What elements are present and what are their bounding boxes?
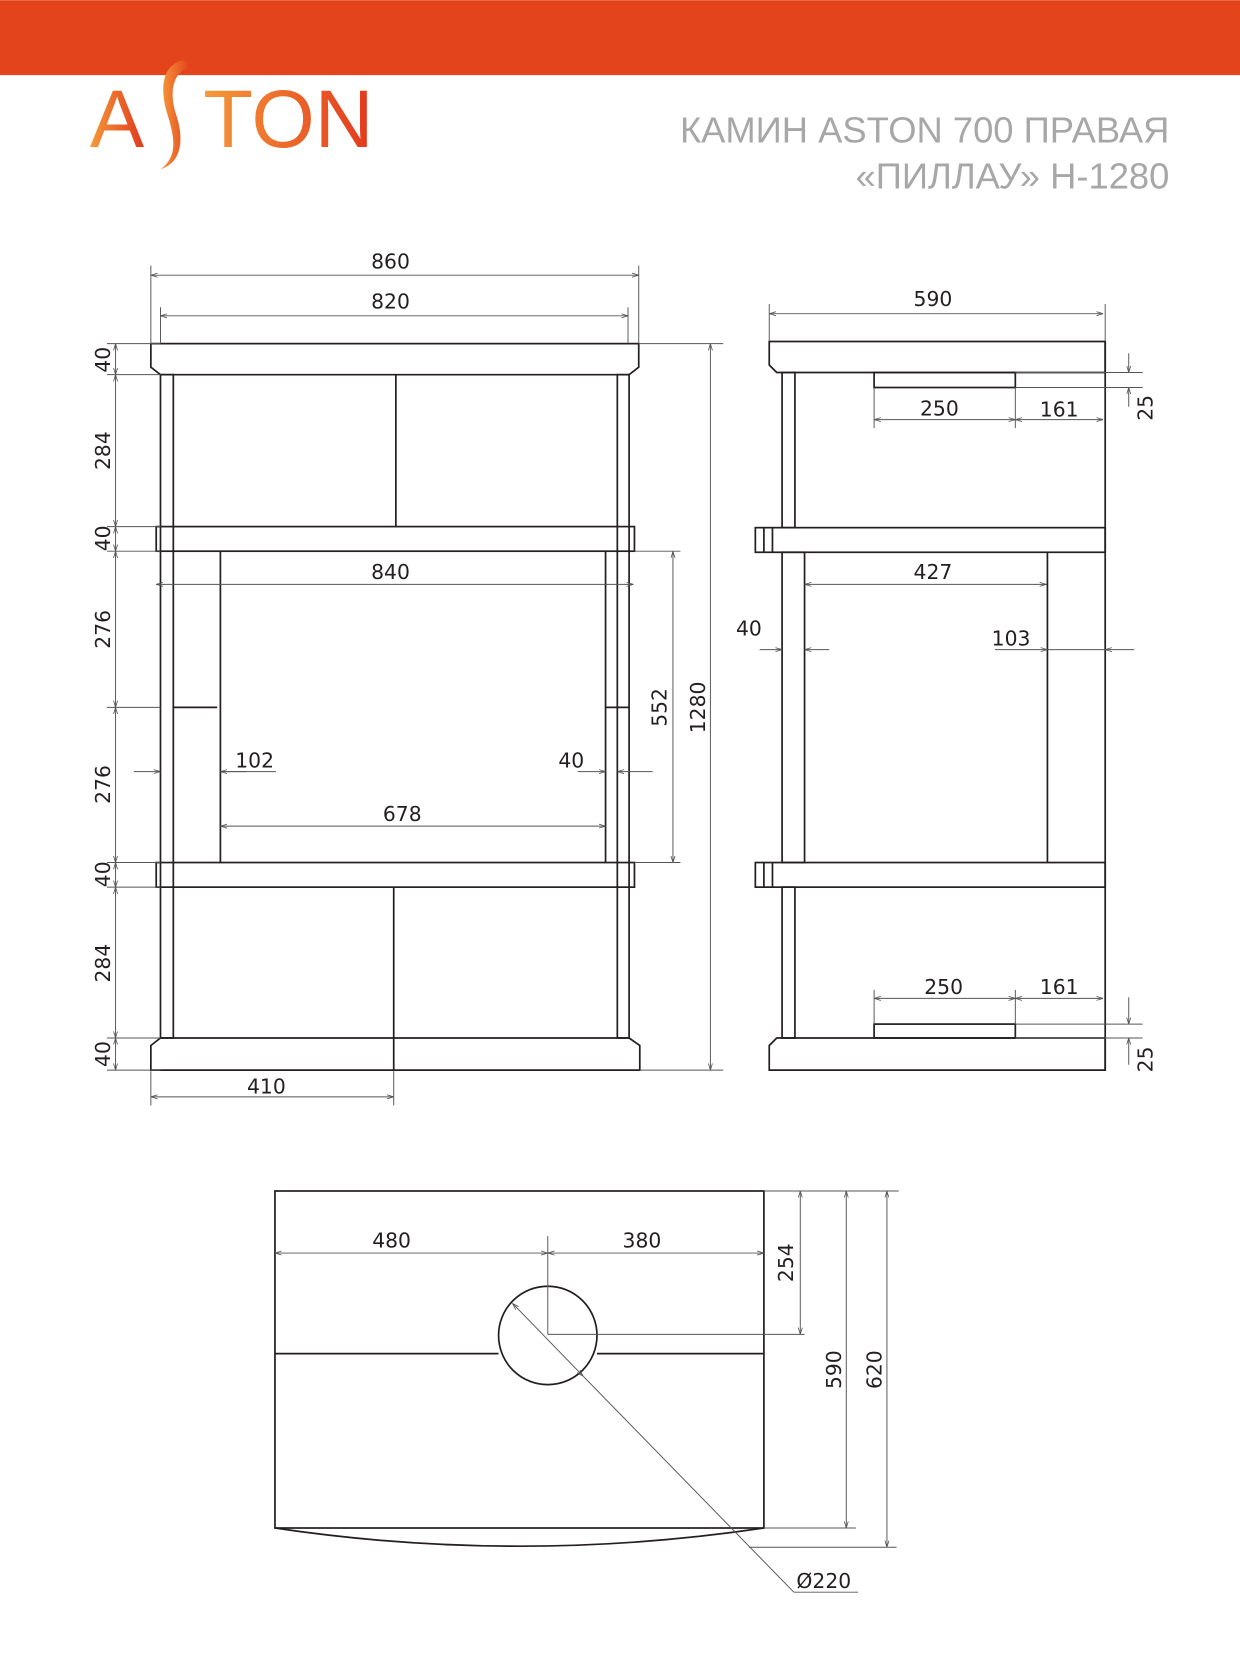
product-title-line1: КАМИН ASTON 700 ПРАВАЯ [680,110,1169,151]
dim-side-25-top: 25 [1133,395,1157,421]
dim-plan-380: 380 [623,1229,662,1253]
dim-plan-480: 480 [372,1229,411,1253]
dim-left-v: 284 [91,944,115,983]
header-bar [0,0,1240,76]
dim-front-1280: 1280 [686,682,710,734]
dim-front-410: 410 [247,1075,286,1099]
logo-letter-a: A [90,74,145,165]
dim-plan-620: 620 [863,1350,887,1389]
dim-side-25-bottom: 25 [1133,1046,1157,1072]
product-title-line2: «ПИЛЛАУ» H-1280 [855,156,1169,197]
dim-front-820: 820 [371,289,410,313]
logo-letters-ton: TON [203,74,373,165]
extension-line [582,1375,795,1593]
dim-plan-254: 254 [774,1243,798,1282]
front-dimensions [106,265,724,1106]
aston-logo: A TON [90,60,373,170]
dim-side-590: 590 [914,287,953,311]
dim-left-v: 40 [91,861,115,887]
dim-side-161-bottom: 161 [1040,975,1079,999]
dim-side-161-top: 161 [1040,397,1079,421]
dim-left-v: 284 [91,431,115,470]
dim-front-40: 40 [558,748,584,772]
dimension-line [512,1303,583,1376]
plan-view [274,1190,765,1548]
dim-side-250-top: 250 [920,396,959,420]
dim-side-427: 427 [914,560,953,584]
dim-left-v: 276 [91,610,115,649]
dim-side-40: 40 [736,617,762,641]
plan-dimensions [274,1190,899,1593]
dim-front-860: 860 [371,250,410,274]
dim-front-678: 678 [383,802,422,826]
dim-front-102: 102 [235,748,274,772]
dim-left-v: 40 [91,525,115,551]
dim-plan-diameter: Ø220 [796,1569,851,1593]
dim-side-103: 103 [992,626,1031,650]
side-dimensions [759,304,1143,1065]
dim-side-250-bottom: 250 [924,975,963,999]
dim-left-v: 40 [91,347,115,373]
side-view [754,340,1107,1071]
dim-left-v: 276 [91,765,115,804]
flame-s-icon [160,60,193,170]
dim-left-v: 40 [91,1041,115,1067]
dim-front-840: 840 [371,560,410,584]
dim-plan-590: 590 [822,1350,846,1389]
dim-front-552: 552 [648,688,672,727]
front-view [149,342,641,1071]
